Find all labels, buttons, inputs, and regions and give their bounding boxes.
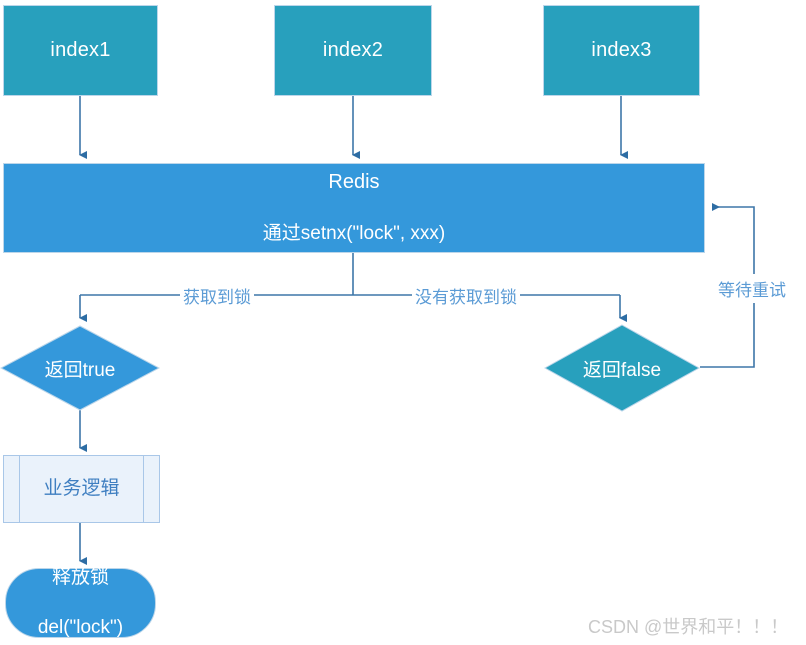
node-release-lock[interactable]: 释放锁 del("lock") (5, 567, 156, 638)
node-return-false[interactable]: 返回false (544, 324, 700, 412)
node-redis[interactable]: Redis 通过setnx("lock", xxx) (3, 163, 705, 253)
node-business-logic[interactable]: 业务逻辑 (3, 455, 160, 523)
node-return-true[interactable]: 返回true (0, 325, 160, 411)
node-index2-label: index2 (322, 38, 384, 61)
node-business-logic-label: 业务逻辑 (43, 477, 120, 499)
edge-label-got-lock: 获取到锁 (180, 283, 254, 308)
node-release-lock-line1: 释放锁 (51, 567, 109, 589)
node-index3-label: index3 (591, 38, 652, 61)
edge-label-wait-retry: 等待重试 (704, 274, 800, 303)
csdn-watermark: CSDN @世界和平！！！ (588, 617, 789, 637)
process-left-bar (19, 456, 20, 522)
edge-label-no-lock: 没有获取到锁 (412, 283, 520, 308)
node-index1[interactable]: index1 (3, 5, 158, 96)
node-release-lock-line2: del("lock") (37, 616, 124, 638)
node-index2[interactable]: index2 (274, 5, 432, 96)
node-redis-line1: Redis (328, 170, 380, 193)
process-right-bar (143, 456, 144, 522)
node-index1-label: index1 (50, 38, 111, 61)
node-redis-text: Redis 通过setnx("lock", xxx) (263, 146, 445, 271)
node-redis-line2: 通过setnx("lock", xxx) (262, 222, 446, 244)
node-index3[interactable]: index3 (543, 5, 700, 96)
node-release-lock-text: 释放锁 del("lock") (38, 542, 123, 645)
